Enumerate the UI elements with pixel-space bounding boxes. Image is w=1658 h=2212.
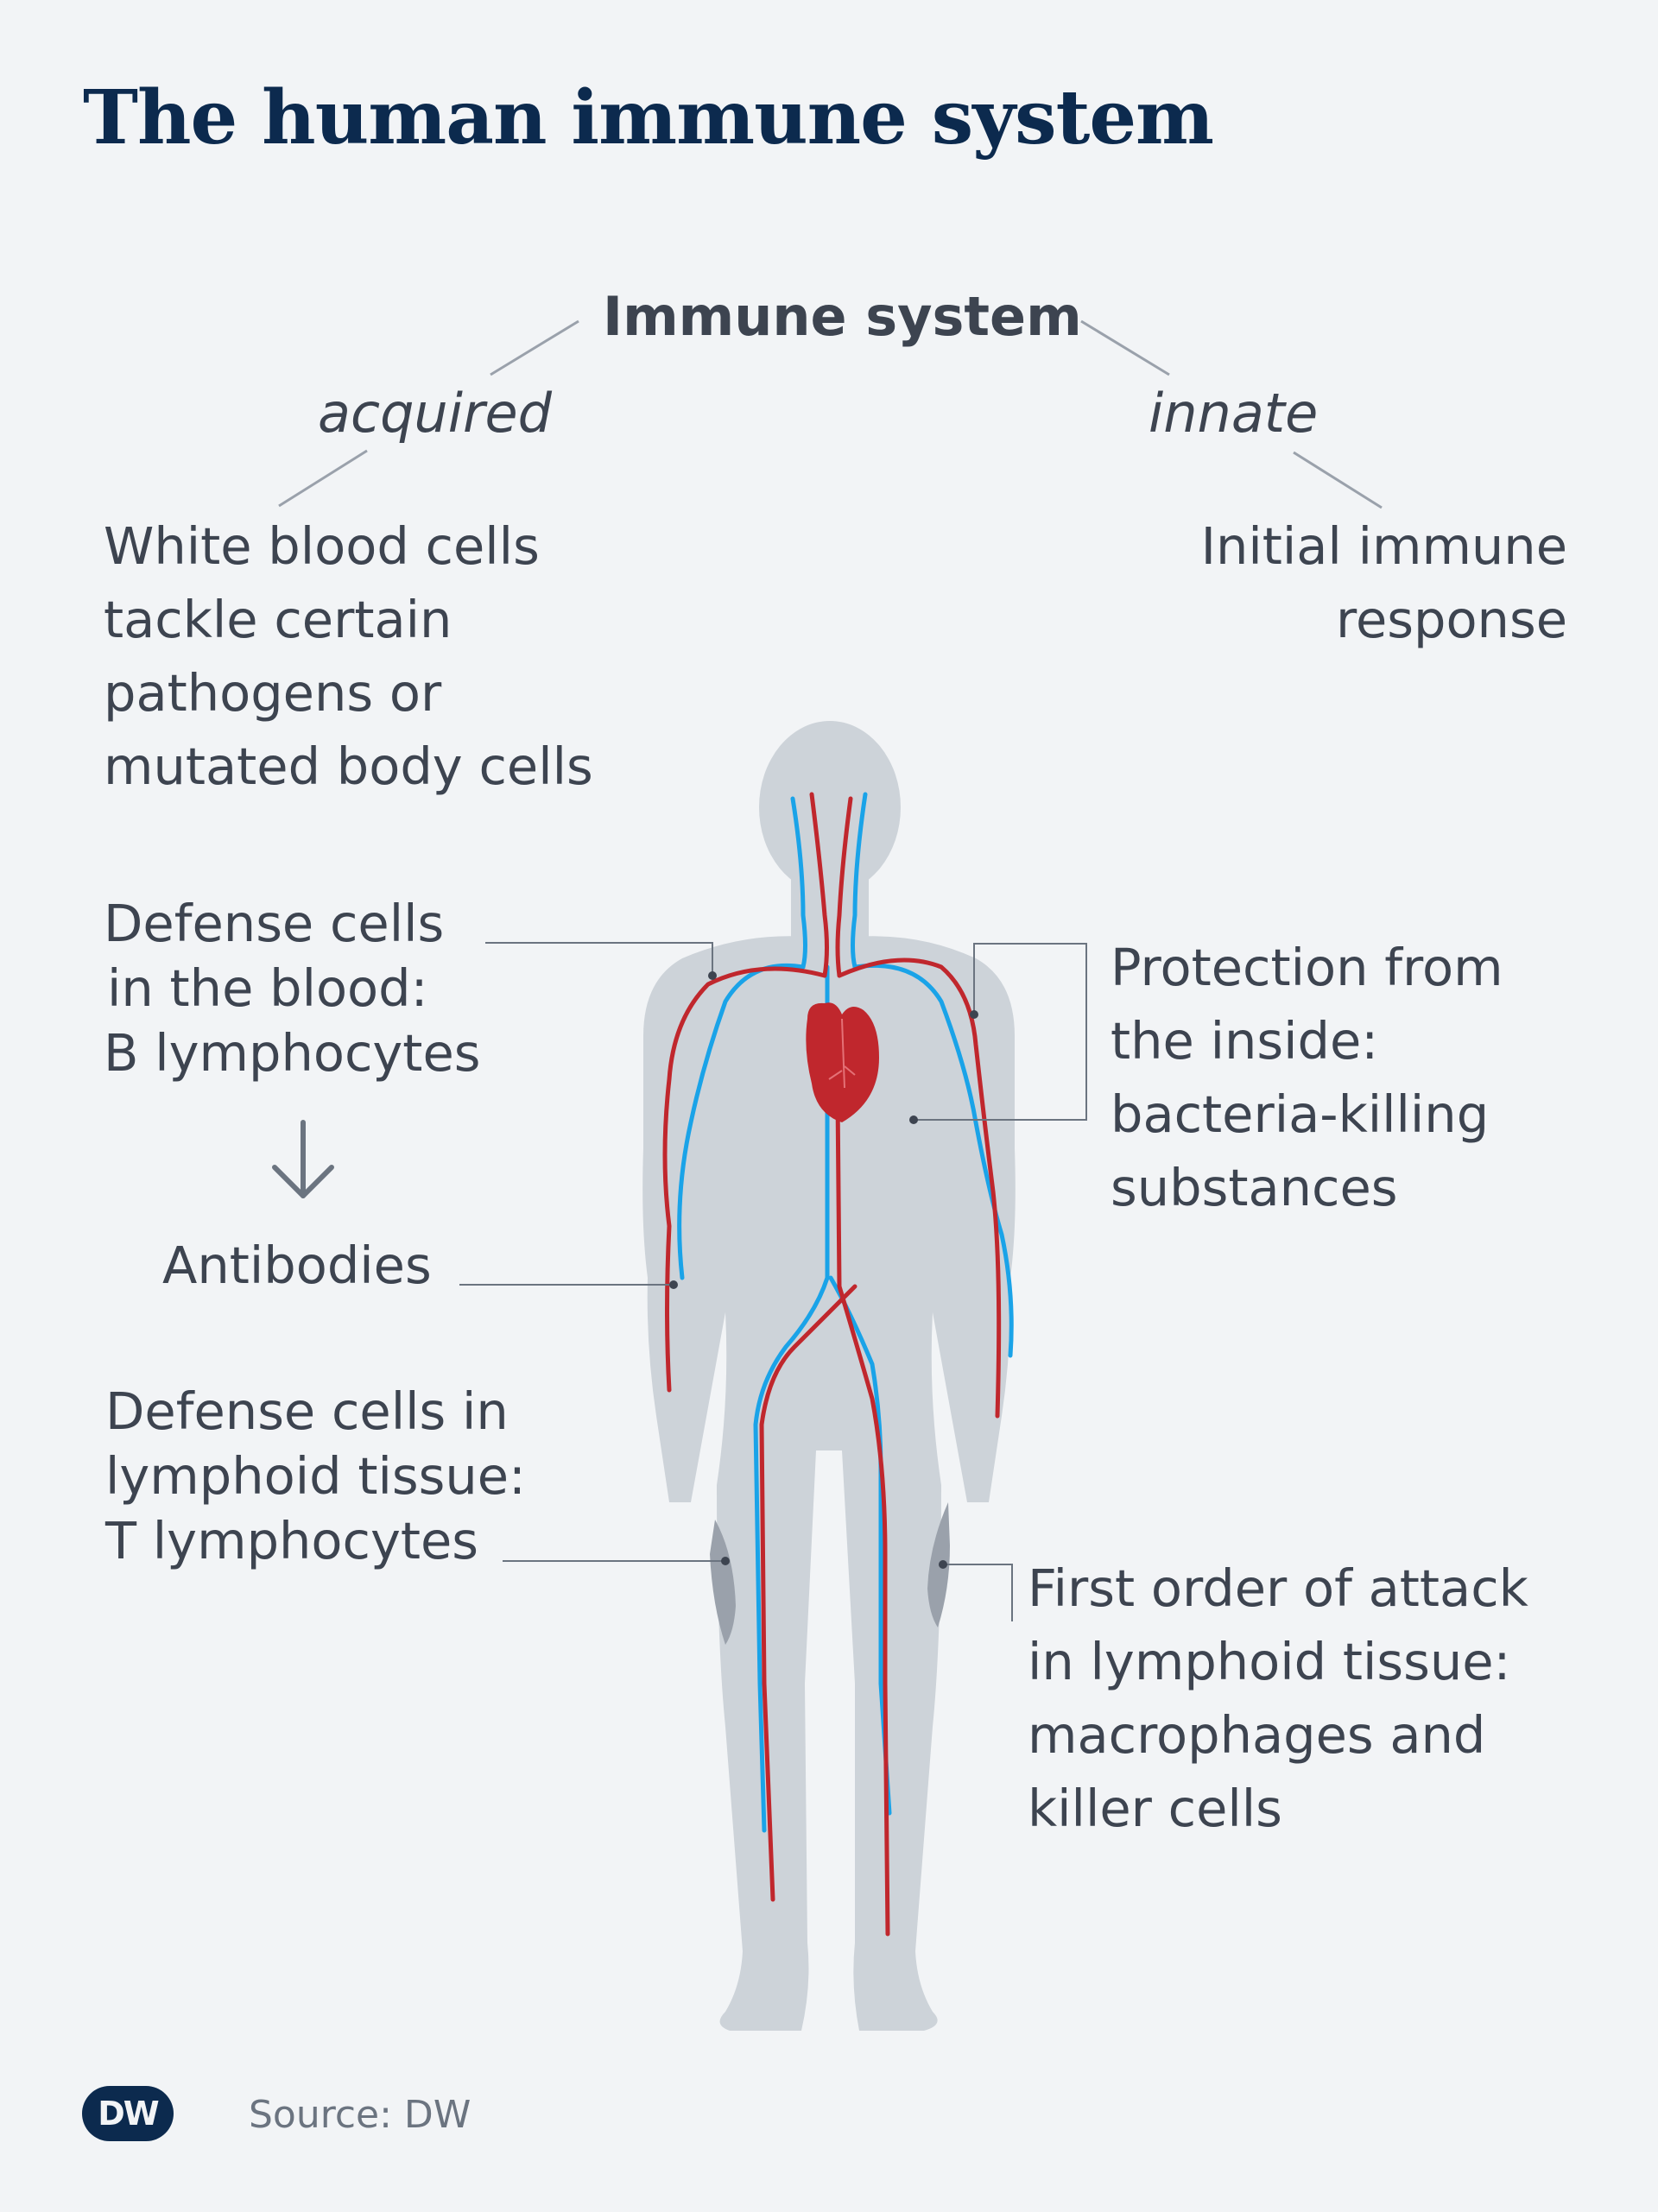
leader-lines	[459, 942, 1087, 1621]
tree-root: Immune system	[603, 285, 1082, 348]
human-body-silhouette	[642, 721, 1016, 2031]
label-line: First order of attack	[1028, 1558, 1528, 1618]
acquired-line: White blood cells	[104, 516, 540, 576]
label-line: macrophages and	[1028, 1705, 1486, 1765]
innate-line: response	[1336, 590, 1567, 649]
label-line: in the blood:	[107, 958, 428, 1018]
leader-dots	[669, 971, 978, 1569]
leader-first-order	[943, 1564, 1013, 1621]
label-antibodies: Antibodies	[162, 1236, 432, 1295]
source-note: Source: DW	[249, 2093, 471, 2137]
label-line: lymphoid tissue:	[105, 1446, 526, 1506]
branch-innate: innate	[1149, 382, 1319, 445]
label-line: Defense cells	[104, 894, 445, 953]
label-line: killer cells	[1028, 1779, 1282, 1838]
acquired-line: mutated body cells	[104, 736, 593, 796]
heart-icon	[806, 1002, 879, 1122]
down-arrow-icon	[272, 1120, 334, 1198]
branch-acquired: acquired	[318, 382, 552, 445]
tree-connectors	[278, 319, 1383, 509]
arteries	[662, 792, 1002, 1937]
label-line: the inside:	[1111, 1011, 1379, 1071]
innate-line: Initial immune	[1200, 516, 1567, 576]
label-line: B lymphocytes	[104, 1023, 481, 1083]
acquired-line: tackle certain	[104, 590, 452, 649]
acquired-line: pathogens or	[104, 663, 442, 723]
label-line: bacteria-killing	[1111, 1084, 1490, 1144]
lymphoid-tissue	[710, 1502, 950, 1645]
leader-protection-shoulder	[914, 943, 1087, 1121]
label-line: T lymphocytes	[105, 1511, 479, 1571]
page-title: The human immune system	[83, 74, 1214, 161]
label-line: Defense cells in	[105, 1381, 509, 1441]
dw-logo: DW	[82, 2086, 174, 2141]
label-line: in lymphoid tissue:	[1028, 1632, 1511, 1691]
leader-b-lymphocytes	[485, 942, 713, 976]
label-line: Protection from	[1111, 938, 1503, 997]
label-line: substances	[1111, 1158, 1398, 1217]
